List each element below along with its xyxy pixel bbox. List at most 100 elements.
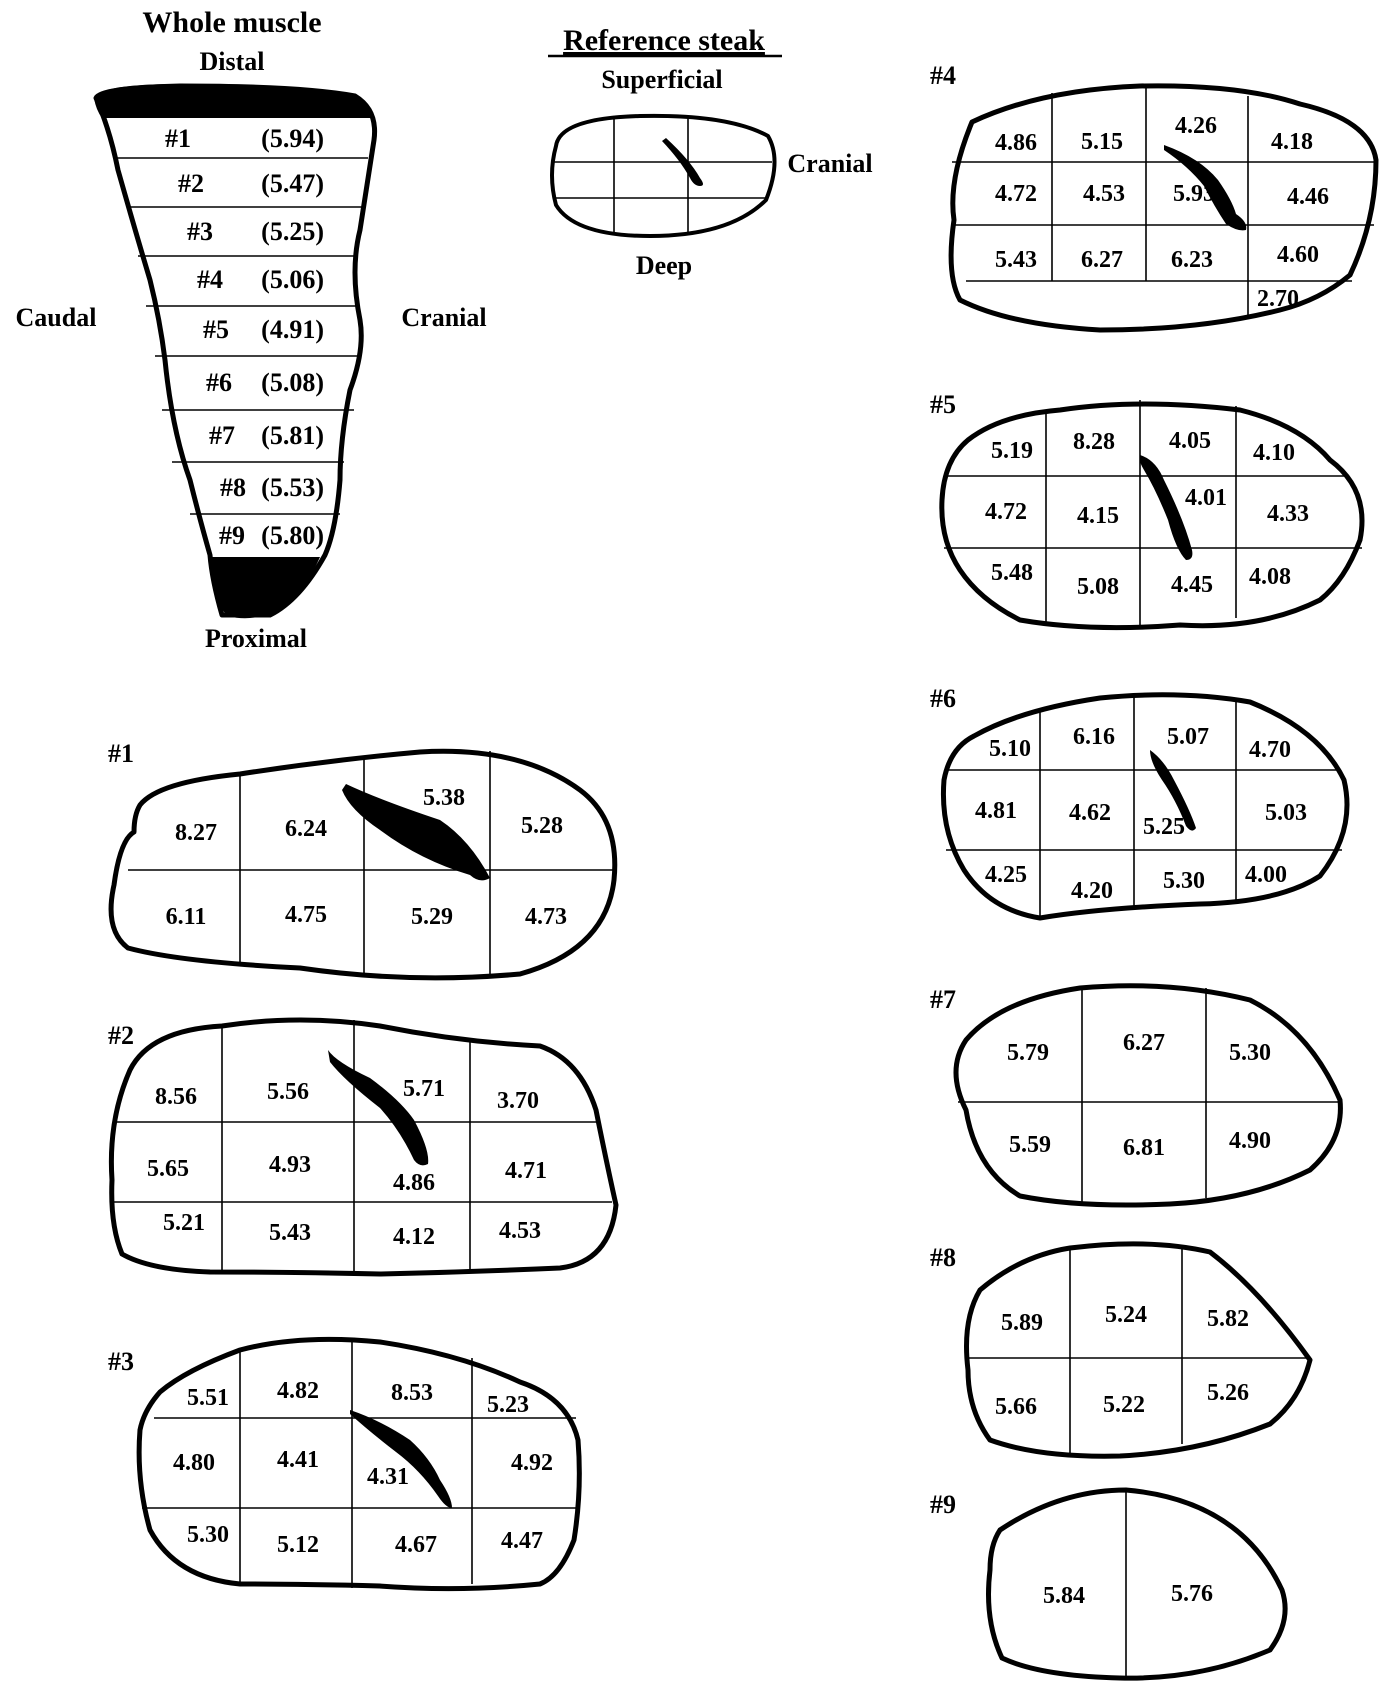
steak-6-cell: 5.10 xyxy=(989,736,1031,762)
steak-7-cell: 5.79 xyxy=(1007,1040,1049,1066)
steak-6-outline xyxy=(940,692,1350,921)
steak-5-cell: 8.28 xyxy=(1073,429,1115,455)
whole-muscle-section-labels: #1 (5.94) #2 (5.47) #3 (5.25) #4 (5.06) … xyxy=(165,124,324,550)
steak-7-cell: 5.59 xyxy=(1009,1132,1051,1158)
steak-7: #7 5.79 6.27 5.30 5.59 6.81 4.90 xyxy=(930,983,1343,1208)
steak-5-grid xyxy=(944,400,1362,628)
steak-4: #4 4.86 5.15 4.26 4.18 4.72 4.53 5.93 4.… xyxy=(930,61,1379,333)
section-8-id: #8 xyxy=(220,473,246,502)
steak-5-cell: 4.33 xyxy=(1267,501,1309,527)
steak-3-cell: 4.80 xyxy=(173,1450,215,1476)
steak-2-cell: 8.56 xyxy=(155,1084,197,1110)
steak-5-cell: 4.45 xyxy=(1171,572,1213,598)
steak-4-cell: 4.72 xyxy=(995,181,1037,207)
steak-2-cell: 5.56 xyxy=(267,1079,309,1105)
section-8-value: (5.53) xyxy=(261,473,324,502)
steak-5-cell: 4.05 xyxy=(1169,428,1211,454)
steak-8-cell: 5.26 xyxy=(1207,1380,1249,1406)
steak-3-cell: 4.41 xyxy=(277,1447,319,1473)
steak-3-cell: 4.82 xyxy=(277,1378,319,1404)
steak-3-cell: 5.51 xyxy=(187,1385,229,1411)
steak-6-cell: 4.25 xyxy=(985,862,1027,888)
steak-6-fat-seam xyxy=(1150,750,1196,831)
steak-9-outline xyxy=(986,1487,1288,1681)
steak-1-cell: 4.75 xyxy=(285,902,327,928)
section-4-value: (5.06) xyxy=(261,265,324,294)
reference-steak-diagram: Reference steak Superficial Cranial Deep xyxy=(548,24,873,280)
steak-4-cell: 4.53 xyxy=(1083,181,1125,207)
steak-8-cell: 5.24 xyxy=(1105,1302,1147,1328)
steak-1-fat-seam xyxy=(342,784,490,881)
steak-4-cell: 4.26 xyxy=(1175,113,1217,139)
steak-4-cell: 2.70 xyxy=(1257,286,1299,312)
steak-1: #1 8.27 6.24 5.38 5.28 6.11 4.75 5.29 4.… xyxy=(108,739,618,981)
steak-5-label: #5 xyxy=(930,390,956,419)
steak-4-cell: 5.15 xyxy=(1081,129,1123,155)
steak-2-cell: 3.70 xyxy=(497,1088,539,1114)
distal-label: Distal xyxy=(200,47,265,76)
steak-6-cell: 4.81 xyxy=(975,798,1017,824)
steak-9-cell: 5.84 xyxy=(1043,1583,1085,1609)
steak-6-cell: 4.62 xyxy=(1069,800,1111,826)
steak-1-label: #1 xyxy=(108,739,134,768)
proximal-label: Proximal xyxy=(205,624,307,653)
steak-2-cell: 4.86 xyxy=(393,1170,435,1196)
reference-steak-grid xyxy=(551,117,772,235)
section-6-id: #6 xyxy=(206,368,232,397)
reference-cranial-label: Cranial xyxy=(787,149,872,178)
section-5-value: (4.91) xyxy=(261,315,324,344)
steak-3-fat-seam xyxy=(350,1410,452,1508)
steak-5-cell: 5.19 xyxy=(991,438,1033,464)
steak-4-cell: 5.43 xyxy=(995,247,1037,273)
steak-1-outline xyxy=(108,748,618,981)
section-4-id: #4 xyxy=(197,265,223,294)
steak-3-cell: 5.30 xyxy=(187,1522,229,1548)
steak-5: #5 5.19 8.28 4.05 4.10 4.72 4.15 4.01 4.… xyxy=(930,390,1365,631)
steak-4-cell: 4.86 xyxy=(995,130,1037,156)
reference-steak-outline xyxy=(550,113,777,238)
reference-fat-seam xyxy=(662,138,703,186)
steak-4-fat-seam xyxy=(1164,145,1247,231)
steak-8-cell: 5.22 xyxy=(1103,1392,1145,1418)
steak-9-cell: 5.76 xyxy=(1171,1581,1213,1607)
steak-4-cell: 6.23 xyxy=(1171,247,1213,273)
section-3-id: #3 xyxy=(187,217,213,246)
steak-6: #6 5.10 6.16 5.07 4.70 4.81 4.62 5.25 5.… xyxy=(930,684,1350,921)
steak-3-cell: 4.47 xyxy=(501,1528,543,1554)
steak-5-cell: 4.10 xyxy=(1253,440,1295,466)
steak-2-cell: 4.53 xyxy=(499,1218,541,1244)
steak-5-fat-seam xyxy=(1139,455,1193,560)
steak-2: #2 8.56 5.56 5.71 3.70 5.65 4.93 4.86 4.… xyxy=(108,1017,619,1277)
steak-1-cell: 6.24 xyxy=(285,816,327,842)
steak-5-cell: 4.08 xyxy=(1249,564,1291,590)
steak-3-cell: 5.12 xyxy=(277,1532,319,1558)
steak-8-label: #8 xyxy=(930,1243,956,1272)
section-3-value: (5.25) xyxy=(261,217,324,246)
steak-8-cell: 5.66 xyxy=(995,1394,1037,1420)
deep-label: Deep xyxy=(636,251,692,280)
steak-3-cell: 4.67 xyxy=(395,1532,437,1558)
steak-6-cell: 4.00 xyxy=(1245,862,1287,888)
steak-4-grid xyxy=(952,86,1374,315)
section-7-id: #7 xyxy=(209,421,235,450)
section-9-value: (5.80) xyxy=(261,521,324,550)
reference-steak-title: Reference steak xyxy=(563,24,765,57)
steak-8-outline xyxy=(964,1241,1313,1459)
steak-5-cell: 4.15 xyxy=(1077,503,1119,529)
steak-3-label: #3 xyxy=(108,1347,134,1376)
section-7-value: (5.81) xyxy=(261,421,324,450)
steak-1-cell: 6.11 xyxy=(166,904,207,930)
whole-muscle-section-lines xyxy=(116,157,368,515)
steak-2-cell: 4.12 xyxy=(393,1224,435,1250)
steak-2-grid xyxy=(110,1020,612,1274)
section-6-value: (5.08) xyxy=(261,368,324,397)
steak-4-cell: 5.93 xyxy=(1173,181,1215,207)
whole-muscle-diagram: Whole muscle Distal #1 (5.94) #2 (5.47) … xyxy=(16,6,487,653)
steak-3-cell: 4.31 xyxy=(367,1464,409,1490)
section-9-id: #9 xyxy=(219,521,245,550)
steak-2-outline xyxy=(108,1017,619,1277)
steak-1-cell: 4.73 xyxy=(525,904,567,930)
steak-6-cell: 6.16 xyxy=(1073,724,1115,750)
steak-7-cell: 4.90 xyxy=(1229,1128,1271,1154)
